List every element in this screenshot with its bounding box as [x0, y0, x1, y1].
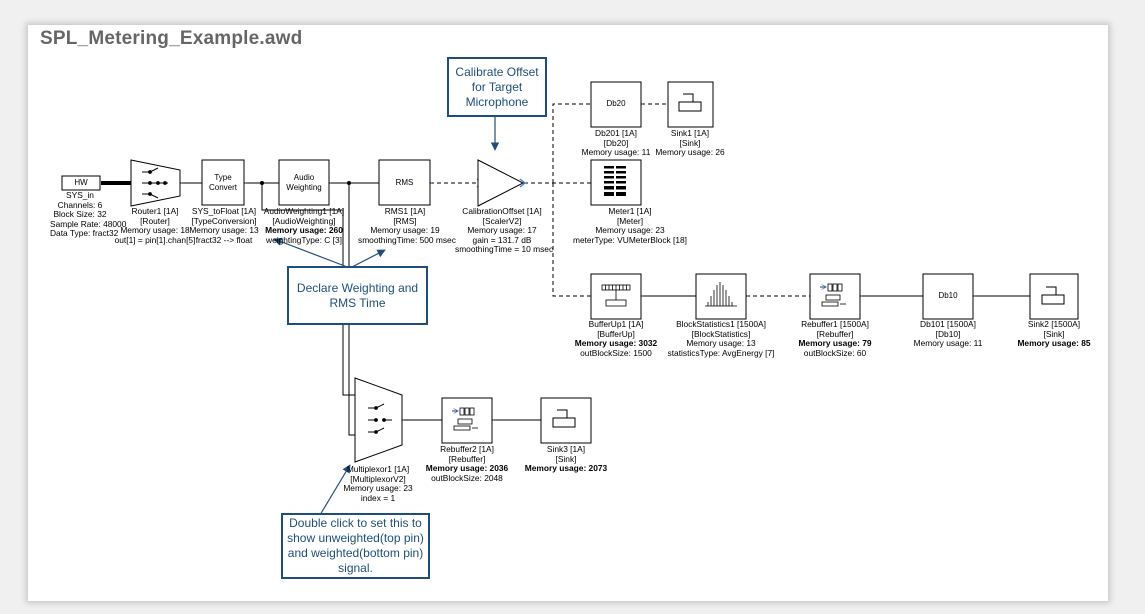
buffer-icon — [601, 284, 631, 307]
rebuffer-icon — [820, 283, 846, 307]
audioweighting-block[interactable] — [278, 159, 330, 206]
multiplexor-info: Multiplexor1 [1A][MultiplexorV2]Memory u… — [343, 464, 413, 503]
rebuffer2-info: Rebuffer2 [1A][Rebuffer]Memory usage: 20… — [425, 444, 509, 483]
wire-calib-bufferup — [552, 183, 591, 297]
gain-triangle-icon — [477, 159, 525, 207]
rebuffer-icon — [452, 407, 478, 431]
rebuffer1-info: Rebuffer1 [1500A][Rebuffer]Memory usage:… — [798, 319, 872, 358]
db20-text: Db20 — [606, 99, 626, 108]
db20-info: Db201 [1A][Db20]Memory usage: 11 — [581, 128, 651, 158]
calibration-info: CalibrationOffset [1A][ScalerV2]Memory u… — [455, 206, 554, 255]
calibration-block[interactable] — [477, 159, 525, 207]
arrow-declare-to-rms — [349, 249, 386, 269]
wire-calib-db20 — [552, 103, 591, 183]
bufferup-info: BufferUp1 [1A][BufferUp]Memory usage: 30… — [574, 319, 658, 358]
db10-info: Db101 [1500A][Db10]Memory usage: 11 — [913, 319, 983, 349]
arrow-doubleclick-to-mux — [319, 464, 351, 516]
sink-icon — [1041, 286, 1065, 305]
meter-icon — [604, 166, 626, 196]
sink2-info: Sink2 [1500A][Sink]Memory usage: 85 — [1017, 319, 1091, 349]
typeconvert-info: SYS_toFloat [1A][TypeConversion]Memory u… — [189, 206, 259, 245]
bufferup-block[interactable] — [590, 273, 642, 320]
page-title: SPL_Metering_Example.awd — [40, 28, 303, 49]
audioweighting-info: AudioWeighting1 [1A][AudioWeighting]Memo… — [263, 206, 345, 245]
router-block[interactable] — [130, 159, 181, 207]
sink-icon — [552, 409, 576, 428]
multiplexor-block[interactable] — [354, 377, 403, 463]
arrow-declare-to-weighting — [273, 237, 351, 269]
typeconvert-block[interactable] — [201, 159, 245, 206]
db10-block[interactable] — [922, 273, 974, 320]
callout-arrows — [273, 117, 500, 516]
db10-text: Db10 — [938, 291, 958, 300]
rms-block[interactable] — [378, 159, 431, 206]
sink3-block[interactable] — [540, 397, 592, 444]
router-icon — [142, 167, 168, 199]
rms-text: RMS — [395, 178, 414, 187]
mux-icon — [368, 403, 392, 434]
sink-icon — [678, 93, 702, 112]
meter-block[interactable] — [590, 159, 642, 206]
blockstats-block[interactable] — [695, 273, 747, 320]
wires — [101, 103, 1030, 436]
rebuffer2-block[interactable] — [441, 397, 493, 444]
rebuffer1-block[interactable] — [809, 273, 861, 320]
histogram-icon — [705, 282, 737, 307]
hw-label: HW — [74, 178, 88, 187]
sink3-info: Sink3 [1A][Sink]Memory usage: 2073 — [524, 444, 608, 474]
blockstats-info: BlockStatistics1 [1500A][BlockStatistics… — [667, 319, 775, 358]
hw-input-block[interactable] — [61, 175, 101, 191]
sink1-info: Sink1 [1A][Sink]Memory usage: 26 — [655, 128, 725, 158]
sink1-block[interactable] — [667, 81, 714, 128]
sink2-block[interactable] — [1029, 273, 1079, 320]
db20-block[interactable] — [590, 81, 642, 128]
